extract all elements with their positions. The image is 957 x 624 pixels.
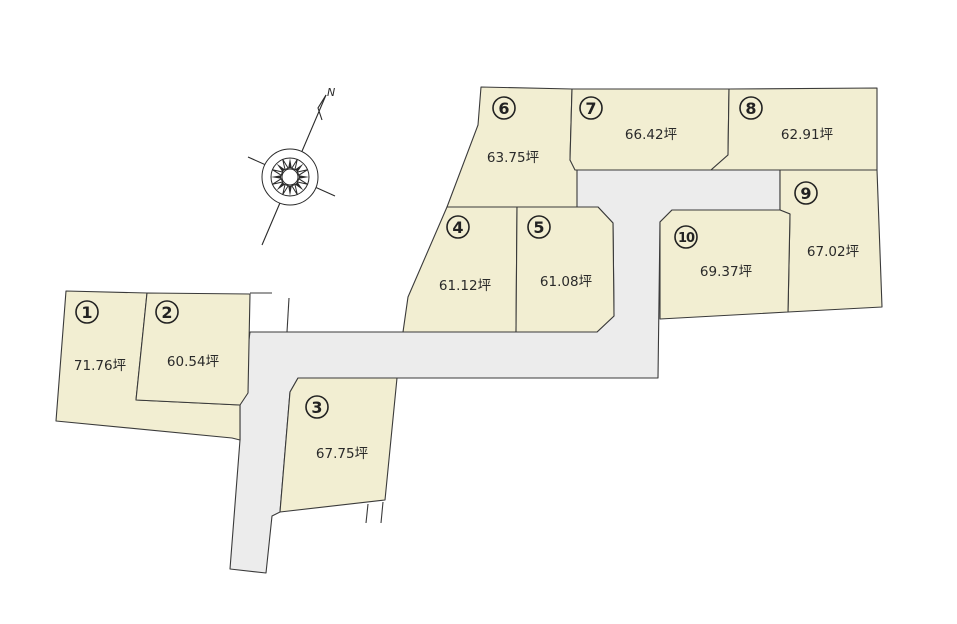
lot-10[interactable] bbox=[659, 209, 791, 320]
compass-spike bbox=[296, 178, 308, 185]
lot-number: 3 bbox=[311, 398, 322, 417]
boundary-line bbox=[365, 503, 369, 524]
lot-area: 69.37坪 bbox=[700, 264, 752, 280]
lot-number-badge bbox=[75, 300, 99, 324]
lot-6-label[interactable]: 6 63.75坪 bbox=[487, 96, 539, 166]
lot-number: 6 bbox=[498, 99, 509, 118]
lot-7-label[interactable]: 7 66.42坪 bbox=[579, 96, 677, 143]
lot-area: 67.75坪 bbox=[316, 446, 368, 462]
lot-number: 2 bbox=[161, 303, 172, 322]
lot-number-badge bbox=[305, 395, 329, 419]
compass-spike bbox=[291, 183, 298, 195]
compass-rose-icon bbox=[247, 94, 336, 246]
lot-area: 66.42坪 bbox=[625, 127, 677, 143]
compass-spike bbox=[295, 182, 304, 191]
compass-spike bbox=[291, 159, 298, 171]
lot-3[interactable] bbox=[279, 377, 398, 513]
boundary-line bbox=[380, 501, 384, 524]
lot-3-label[interactable]: 3 67.75坪 bbox=[305, 395, 368, 462]
lot-number-badge bbox=[674, 225, 698, 249]
lot-number: 4 bbox=[452, 218, 463, 237]
lot-number-badge bbox=[739, 96, 763, 120]
lot-number: 1 bbox=[81, 303, 92, 322]
compass-spike bbox=[288, 185, 292, 196]
lot-number: 9 bbox=[800, 184, 811, 203]
lot-number-badge bbox=[446, 215, 470, 239]
lot-10-label[interactable]: 10 69.37坪 bbox=[674, 225, 752, 280]
lot-number-badge bbox=[794, 181, 818, 205]
lot-number: 10 bbox=[678, 231, 695, 246]
lot-number: 7 bbox=[585, 99, 596, 118]
lot-9-label[interactable]: 9 67.02坪 bbox=[794, 181, 859, 260]
lot-2[interactable] bbox=[135, 292, 251, 406]
compass-spike bbox=[272, 178, 284, 185]
compass-spike bbox=[288, 158, 292, 169]
lot-number: 5 bbox=[533, 218, 544, 237]
compass-spike bbox=[271, 175, 282, 179]
lot-number-badge bbox=[492, 96, 516, 120]
compass-spike bbox=[295, 163, 304, 172]
lot-6[interactable] bbox=[446, 86, 578, 208]
lot-number-badge bbox=[155, 300, 179, 324]
lot-4-label[interactable]: 4 61.12坪 bbox=[439, 215, 491, 294]
lot-area: 60.54坪 bbox=[167, 354, 219, 370]
lot-area: 61.08坪 bbox=[540, 274, 592, 290]
compass-spike bbox=[272, 169, 284, 176]
lot-area: 62.91坪 bbox=[781, 127, 833, 143]
lot-area: 61.12坪 bbox=[439, 278, 491, 294]
lot-5[interactable] bbox=[515, 206, 615, 333]
compass-spike bbox=[296, 169, 308, 176]
lot-number: 8 bbox=[745, 99, 756, 118]
lot-1-label[interactable]: 1 71.76坪 bbox=[74, 300, 126, 374]
lot-area: 67.02坪 bbox=[807, 244, 859, 260]
lot-8-label[interactable]: 8 62.91坪 bbox=[739, 96, 833, 143]
lot-5-label[interactable]: 5 61.08坪 bbox=[527, 215, 592, 290]
lot-number-badge bbox=[527, 215, 551, 239]
compass-spike bbox=[282, 183, 289, 195]
compass-spike bbox=[276, 163, 285, 172]
compass-spike bbox=[282, 159, 289, 171]
lot-area: 71.76坪 bbox=[74, 358, 126, 374]
lot-number-badge bbox=[579, 96, 603, 120]
lot-2-label[interactable]: 2 60.54坪 bbox=[155, 300, 219, 370]
compass-spike bbox=[298, 175, 309, 179]
boundary-line bbox=[286, 297, 290, 333]
compass-north-label: N bbox=[327, 86, 335, 99]
compass-spike bbox=[276, 182, 285, 191]
lot-area: 63.75坪 bbox=[487, 150, 539, 166]
